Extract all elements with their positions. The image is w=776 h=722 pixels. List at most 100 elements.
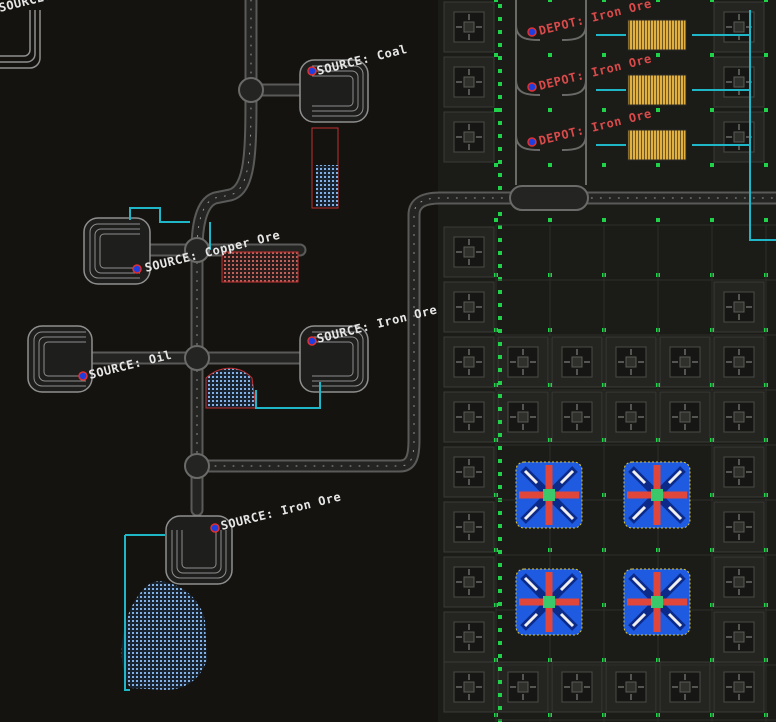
grid-marker [498,472,502,476]
grid-marker [498,147,502,151]
grid-marker [494,0,498,2]
station-iron-mid[interactable] [299,325,369,393]
grid-marker [498,537,502,541]
base-cell [443,1,495,53]
processing-machine[interactable] [515,461,583,529]
grid-marker [602,218,606,222]
base-cell [443,556,495,608]
grid-marker [498,433,502,437]
station-iron-low[interactable] [165,515,233,585]
base-cell [713,111,765,163]
grid-marker [498,121,502,125]
base-cell [551,336,603,388]
grid-marker [498,108,502,112]
grid-marker [710,0,714,2]
grid-marker [498,17,502,21]
grid-marker [710,53,714,57]
grid-marker [764,108,768,112]
grid-marker [498,264,502,268]
grid-marker [498,368,502,372]
grid-marker [498,394,502,398]
processing-machine[interactable] [623,461,691,529]
station-coal[interactable] [299,59,369,123]
coal-ore-field [316,165,338,207]
grid-marker [548,218,552,222]
base-cell [713,336,765,388]
grid-marker [498,82,502,86]
grid-marker [498,212,502,216]
grid-marker [498,680,502,684]
grid-marker [498,576,502,580]
grid-marker [494,218,498,222]
grid-marker [498,654,502,658]
grid-marker [656,218,660,222]
depot-machines [527,19,687,161]
grid-marker [498,511,502,515]
grid-marker [498,95,502,99]
base-cell [443,226,495,278]
grid-marker [498,381,502,385]
grid-marker [498,628,502,632]
grid-marker [602,163,606,167]
grid-marker [764,163,768,167]
base-cell [659,391,711,443]
base-cell [605,336,657,388]
station-copper[interactable] [83,217,151,285]
grid-marker [602,0,606,2]
base-cell [713,611,765,663]
grid-marker [498,524,502,528]
grid-marker [498,667,502,671]
base-cell [551,391,603,443]
grid-marker [498,329,502,333]
grid-marker [710,163,714,167]
grid-marker [602,53,606,57]
processing-machines[interactable] [515,461,691,636]
grid-marker [498,550,502,554]
grid-marker [656,163,660,167]
grid-marker [764,0,768,2]
base-cell [713,661,765,713]
grid-marker [498,56,502,60]
base-cell [497,391,549,443]
grid-marker [494,163,498,167]
grid-marker [710,218,714,222]
base-cell [443,281,495,333]
grid-marker [498,186,502,190]
grid-marker [498,589,502,593]
grid-marker [498,355,502,359]
grid-marker [494,108,498,112]
grid-marker [498,459,502,463]
processing-machine[interactable] [623,568,691,636]
base-grid [443,0,776,722]
grid-marker [498,43,502,47]
grid-marker [498,69,502,73]
base-cell [605,391,657,443]
grid-marker [498,173,502,177]
grid-marker [494,53,498,57]
base-cell [713,446,765,498]
base-cell [443,336,495,388]
base-cell [713,556,765,608]
grid-marker [498,407,502,411]
grid-marker [498,225,502,229]
depot-rails [515,0,587,185]
grid-marker [498,303,502,307]
copper-ore-field [221,251,299,283]
grid-marker [764,218,768,222]
grid-marker [498,446,502,450]
base-cell [497,661,549,713]
grid-marker [602,108,606,112]
processing-machine[interactable] [515,568,583,636]
station-top-left[interactable] [0,10,41,69]
base-cell [443,661,495,713]
base-cell [659,661,711,713]
base-cell [443,391,495,443]
base-cell [713,56,765,108]
station-oil[interactable] [27,325,93,393]
grid-marker [656,0,660,2]
grid-marker [548,163,552,167]
grid-marker [498,160,502,164]
grid-marker [498,420,502,424]
base-cell [443,56,495,108]
